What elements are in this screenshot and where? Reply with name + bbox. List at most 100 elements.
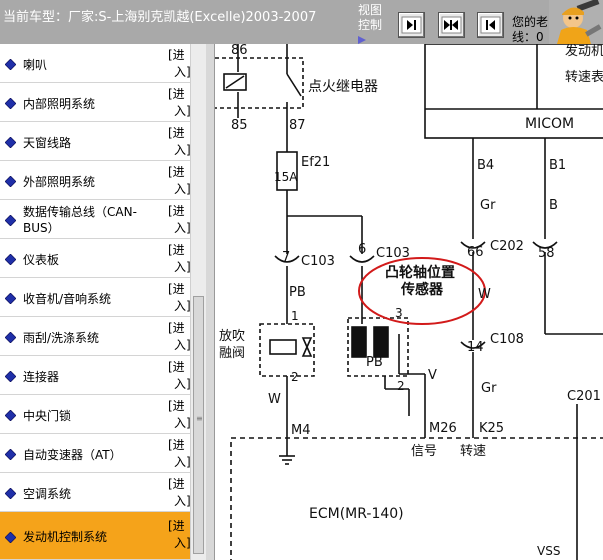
blue-diamond-icon (5, 59, 16, 70)
fit-view-button[interactable] (438, 12, 465, 38)
svg-text:85: 85 (231, 118, 248, 133)
svg-text:B1: B1 (549, 158, 566, 173)
svg-text:C103: C103 (301, 254, 335, 269)
svg-text:PB: PB (366, 355, 383, 370)
enter-link[interactable]: [进入] (168, 126, 190, 157)
svg-text:2: 2 (291, 370, 299, 384)
vertical-scrollbar[interactable]: ≡ (190, 44, 206, 560)
svg-text:Gr: Gr (481, 381, 497, 396)
view-control-label[interactable]: 视图 控制 (356, 3, 384, 44)
arrow-right-bar-icon (401, 16, 422, 34)
svg-text:信号: 信号 (411, 444, 437, 459)
enter-link[interactable]: [进入] (168, 519, 190, 550)
svg-text:PB: PB (289, 285, 306, 300)
svg-text:3: 3 (395, 306, 403, 320)
svg-text:66: 66 (467, 245, 484, 260)
wiring-diagram-svg: 86 85 87 点火继电器 Ef21 15A 7 C103 6 C103 PB… (215, 44, 603, 560)
enter-link[interactable]: [进入] (168, 243, 190, 274)
svg-text:发动机: 发动机 (565, 44, 603, 59)
enter-link[interactable]: [进入] (168, 204, 190, 235)
list-item[interactable]: 空调系统 [进入] (0, 473, 190, 512)
svg-text:M26: M26 (429, 421, 457, 436)
svg-text:7: 7 (282, 250, 290, 265)
enter-link[interactable]: [进入] (168, 165, 190, 196)
pane-splitter[interactable] (206, 44, 215, 560)
blue-diamond-icon (5, 449, 16, 460)
svg-text:Gr: Gr (480, 198, 496, 213)
svg-text:C202: C202 (490, 239, 524, 254)
mechanic-mascot-icon (549, 0, 603, 44)
enter-link[interactable]: [进入] (168, 321, 190, 352)
svg-text:Ef21: Ef21 (301, 155, 330, 170)
blue-diamond-icon (5, 176, 16, 187)
svg-text:W: W (478, 287, 491, 302)
svg-text:C108: C108 (490, 332, 524, 347)
svg-text:放吹: 放吹 (219, 329, 245, 344)
list-item[interactable]: 收音机/音响系统 [进入] (0, 278, 190, 317)
enter-link[interactable]: [进入] (168, 438, 190, 469)
list-item[interactable]: 自动变速器（AT） [进入] (0, 434, 190, 473)
svg-text:B4: B4 (477, 158, 494, 173)
svg-text:凸轮轴位置: 凸轮轴位置 (385, 264, 455, 281)
blue-diamond-icon (5, 488, 16, 499)
list-item[interactable]: 连接器 [进入] (0, 356, 190, 395)
svg-text:转速表: 转速表 (565, 70, 603, 85)
svg-text:C201: C201 (567, 389, 601, 404)
triangle-icon (358, 36, 366, 44)
enter-link[interactable]: [进入] (168, 87, 190, 118)
wiring-diagram: 86 85 87 点火继电器 Ef21 15A 7 C103 6 C103 PB… (215, 44, 603, 560)
vehicle-title: 当前车型：厂家:S-上海别克凯越(Excelle)2003-2007 (3, 10, 317, 25)
svg-text:VSS: VSS (537, 544, 560, 558)
previous-page-button[interactable] (477, 12, 504, 38)
next-page-button[interactable] (398, 12, 425, 38)
list-item[interactable]: 仪表板 [进入] (0, 239, 190, 278)
arrow-left-bar-icon (480, 16, 501, 34)
svg-text:ECM(MR-140): ECM(MR-140) (309, 506, 404, 522)
svg-text:B: B (549, 198, 558, 213)
list-item[interactable]: 外部照明系统 [进入] (0, 161, 190, 200)
svg-text:2: 2 (397, 379, 405, 393)
svg-text:K25: K25 (479, 421, 504, 436)
grip-icon: ≡ (196, 414, 203, 423)
svg-text:86: 86 (231, 44, 248, 58)
svg-text:6: 6 (358, 242, 366, 257)
tip-text: 您的老 线：0 (512, 15, 548, 44)
enter-link[interactable]: [进入] (168, 399, 190, 430)
svg-text:转速: 转速 (460, 444, 486, 459)
svg-text:V: V (428, 368, 437, 383)
blue-diamond-icon (5, 293, 16, 304)
blue-diamond-icon (5, 254, 16, 265)
enter-link[interactable]: [进入] (168, 48, 190, 79)
blue-diamond-icon (5, 98, 16, 109)
svg-text:87: 87 (289, 118, 306, 133)
list-item[interactable]: 雨刮/洗涤系统 [进入] (0, 317, 190, 356)
blue-diamond-icon (5, 215, 16, 226)
blue-diamond-icon (5, 410, 16, 421)
svg-text:融阀: 融阀 (219, 346, 245, 361)
title-bar: 当前车型：厂家:S-上海别克凯越(Excelle)2003-2007 视图 控制… (0, 0, 603, 44)
svg-text:C103: C103 (376, 246, 410, 261)
list-item-active[interactable]: 发动机控制系统 [进入] (0, 512, 190, 560)
enter-link[interactable]: [进入] (168, 282, 190, 313)
blue-diamond-icon (5, 532, 16, 543)
svg-text:传感器: 传感器 (400, 281, 444, 298)
system-list: 喇叭 [进入] 内部照明系统 [进入] 天窗线路 [进入] 外部照明系统 [进入… (0, 44, 190, 560)
svg-text:1: 1 (291, 309, 299, 323)
svg-text:14: 14 (467, 340, 484, 355)
list-item[interactable]: 内部照明系统 [进入] (0, 83, 190, 122)
scrollbar-thumb[interactable]: ≡ (193, 296, 204, 554)
enter-link[interactable]: [进入] (168, 360, 190, 391)
svg-text:58: 58 (538, 246, 555, 261)
svg-text:M4: M4 (291, 423, 311, 438)
enter-link[interactable]: [进入] (168, 477, 190, 508)
list-item[interactable]: 天窗线路 [进入] (0, 122, 190, 161)
svg-text:MICOM: MICOM (525, 116, 574, 132)
blue-diamond-icon (5, 137, 16, 148)
list-item[interactable]: 中央门锁 [进入] (0, 395, 190, 434)
blue-diamond-icon (5, 332, 16, 343)
list-item[interactable]: 数据传输总线（CAN-BUS） [进入] (0, 200, 190, 239)
list-item[interactable]: 喇叭 [进入] (0, 44, 190, 83)
svg-text:15A: 15A (274, 170, 298, 184)
svg-text:点火继电器: 点火继电器 (308, 79, 378, 95)
blue-diamond-icon (5, 371, 16, 382)
